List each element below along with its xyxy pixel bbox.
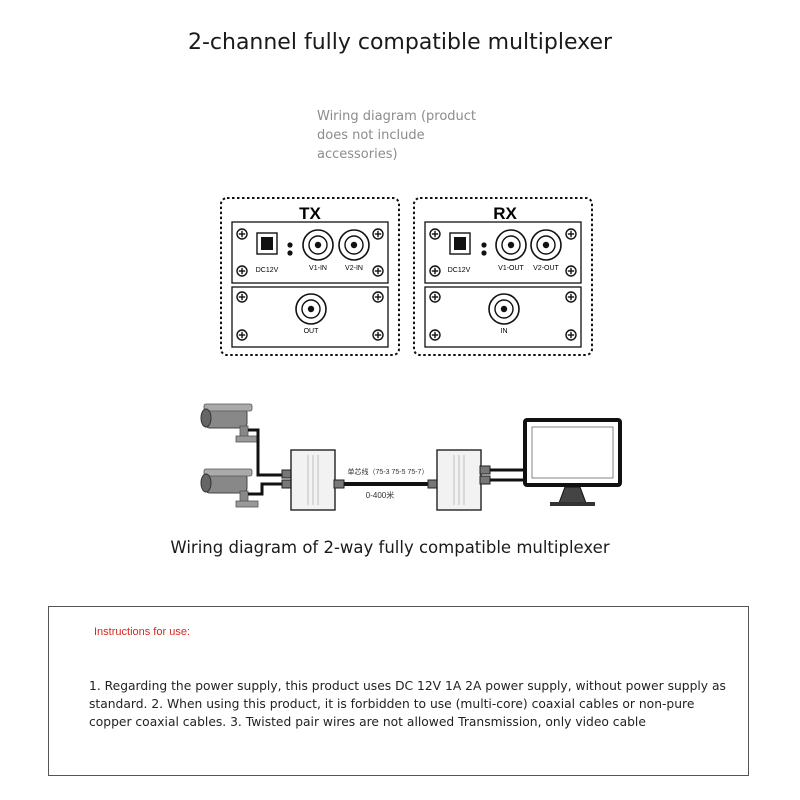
bnc-port-icon <box>495 229 527 261</box>
screw-icon <box>372 291 384 303</box>
screw-icon <box>565 228 577 240</box>
monitor-icon <box>523 418 622 506</box>
instructions-body: 1. Regarding the power supply, this prod… <box>89 679 726 729</box>
rx-bottom-port-label: IN <box>501 328 508 335</box>
panel-diagram: TX DC12V V1-IN V2-IN OUT RX <box>220 197 593 356</box>
screw-icon <box>236 291 248 303</box>
cable-type-label: 单芯线（75-3 75-5 75-7） <box>348 467 429 476</box>
dc-jack-icon <box>449 232 471 255</box>
screw-icon <box>236 228 248 240</box>
camera-cable <box>248 482 290 496</box>
screw-icon <box>372 265 384 277</box>
led-icon <box>481 242 487 248</box>
screw-icon <box>565 291 577 303</box>
rx-port2-label: V2-OUT <box>533 265 559 272</box>
tx-power-label: DC12V <box>256 267 279 274</box>
rx-power-label: DC12V <box>448 267 471 274</box>
instructions-box: Instructions for use: 1. Regarding the p… <box>48 606 749 776</box>
camera-icon <box>200 468 259 508</box>
screw-icon <box>372 329 384 341</box>
instructions-heading: Instructions for use: <box>94 626 190 638</box>
cable-distance-label: 0-400米 <box>366 490 394 500</box>
tx-panel: TX DC12V V1-IN V2-IN OUT <box>220 197 400 356</box>
tx-device-icon <box>290 449 336 511</box>
connection-diagram: 单芯线（75-3 75-5 75-7） 0-400米 <box>200 403 622 511</box>
led-icon <box>287 242 293 248</box>
tx-bottom-port-label: OUT <box>304 328 320 335</box>
bnc-port-icon <box>488 293 520 325</box>
screw-icon <box>429 228 441 240</box>
screw-icon <box>429 291 441 303</box>
bnc-port-icon <box>302 229 334 261</box>
bnc-port-icon <box>295 293 327 325</box>
rx-device-icon <box>436 449 482 511</box>
screw-icon <box>565 329 577 341</box>
screw-icon <box>236 265 248 277</box>
tx-port2-label: V2-IN <box>345 265 363 272</box>
page-title: 2-channel fully compatible multiplexer <box>187 30 613 55</box>
screw-icon <box>372 228 384 240</box>
diagram-caption: Wiring diagram of 2-way fully compatible… <box>170 538 610 557</box>
tx-label: TX <box>299 204 321 223</box>
led-icon <box>287 250 293 256</box>
rx-port1-label: V1-OUT <box>498 265 524 272</box>
dc-jack-icon <box>256 232 278 255</box>
bnc-port-icon <box>338 229 370 261</box>
rx-panel: RX DC12V V1-OUT V2-OUT IN <box>413 197 593 356</box>
rx-label: RX <box>493 204 517 223</box>
wiring-note: Wiring diagram (product does not include… <box>317 109 477 162</box>
screw-icon <box>429 329 441 341</box>
led-icon <box>481 250 487 256</box>
screw-icon <box>236 329 248 341</box>
bnc-port-icon <box>530 229 562 261</box>
screw-icon <box>565 265 577 277</box>
camera-cable <box>248 428 290 477</box>
tx-port1-label: V1-IN <box>309 265 327 272</box>
camera-icon <box>200 403 259 443</box>
screw-icon <box>429 265 441 277</box>
